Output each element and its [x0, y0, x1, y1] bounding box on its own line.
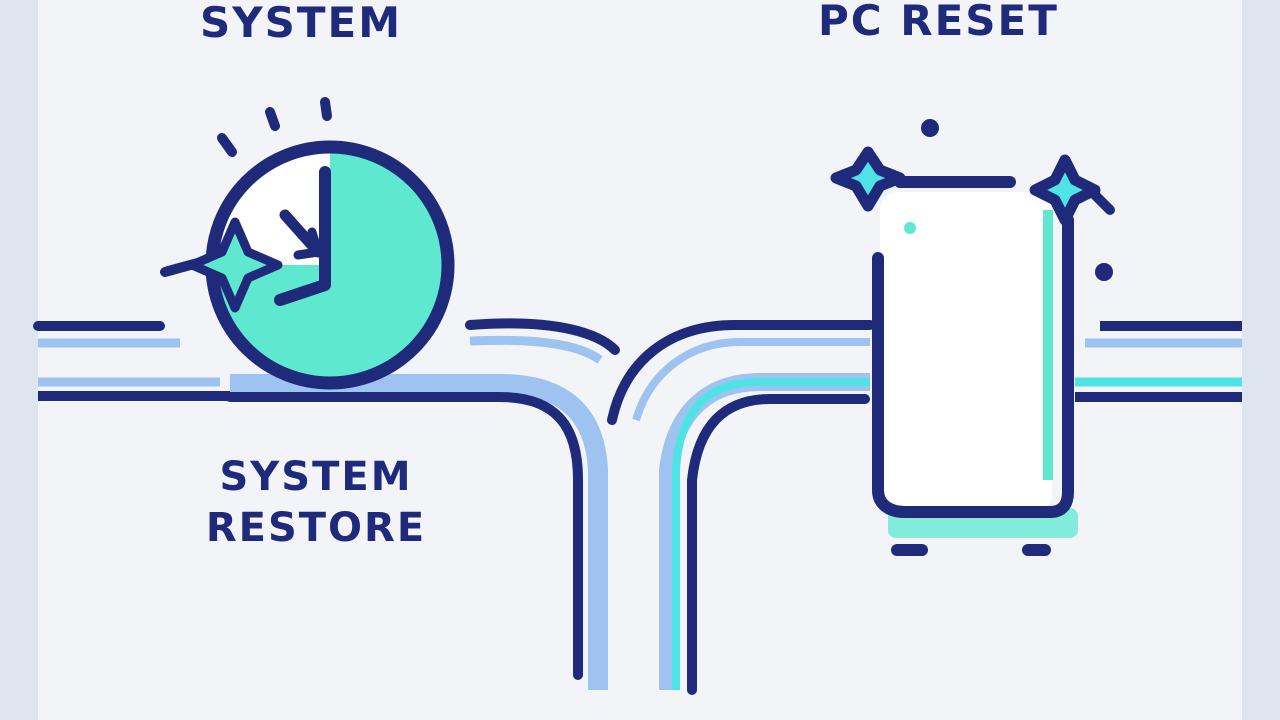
system-restore-label-line2: RESTORE: [205, 505, 427, 552]
clock-with-arrow-icon: [160, 97, 455, 390]
system-label: SYSTEM: [200, 0, 403, 47]
device-with-sparkles-icon: [830, 119, 1115, 556]
right-track: [1075, 321, 1242, 402]
left-track: [33, 318, 620, 401]
system-restore-label: SYSTEM RESTORE: [176, 452, 456, 554]
merge-pipes: [225, 320, 875, 695]
pc-reset-label: PC RESET: [818, 0, 1059, 45]
system-restore-label-line1: SYSTEM: [219, 454, 413, 500]
